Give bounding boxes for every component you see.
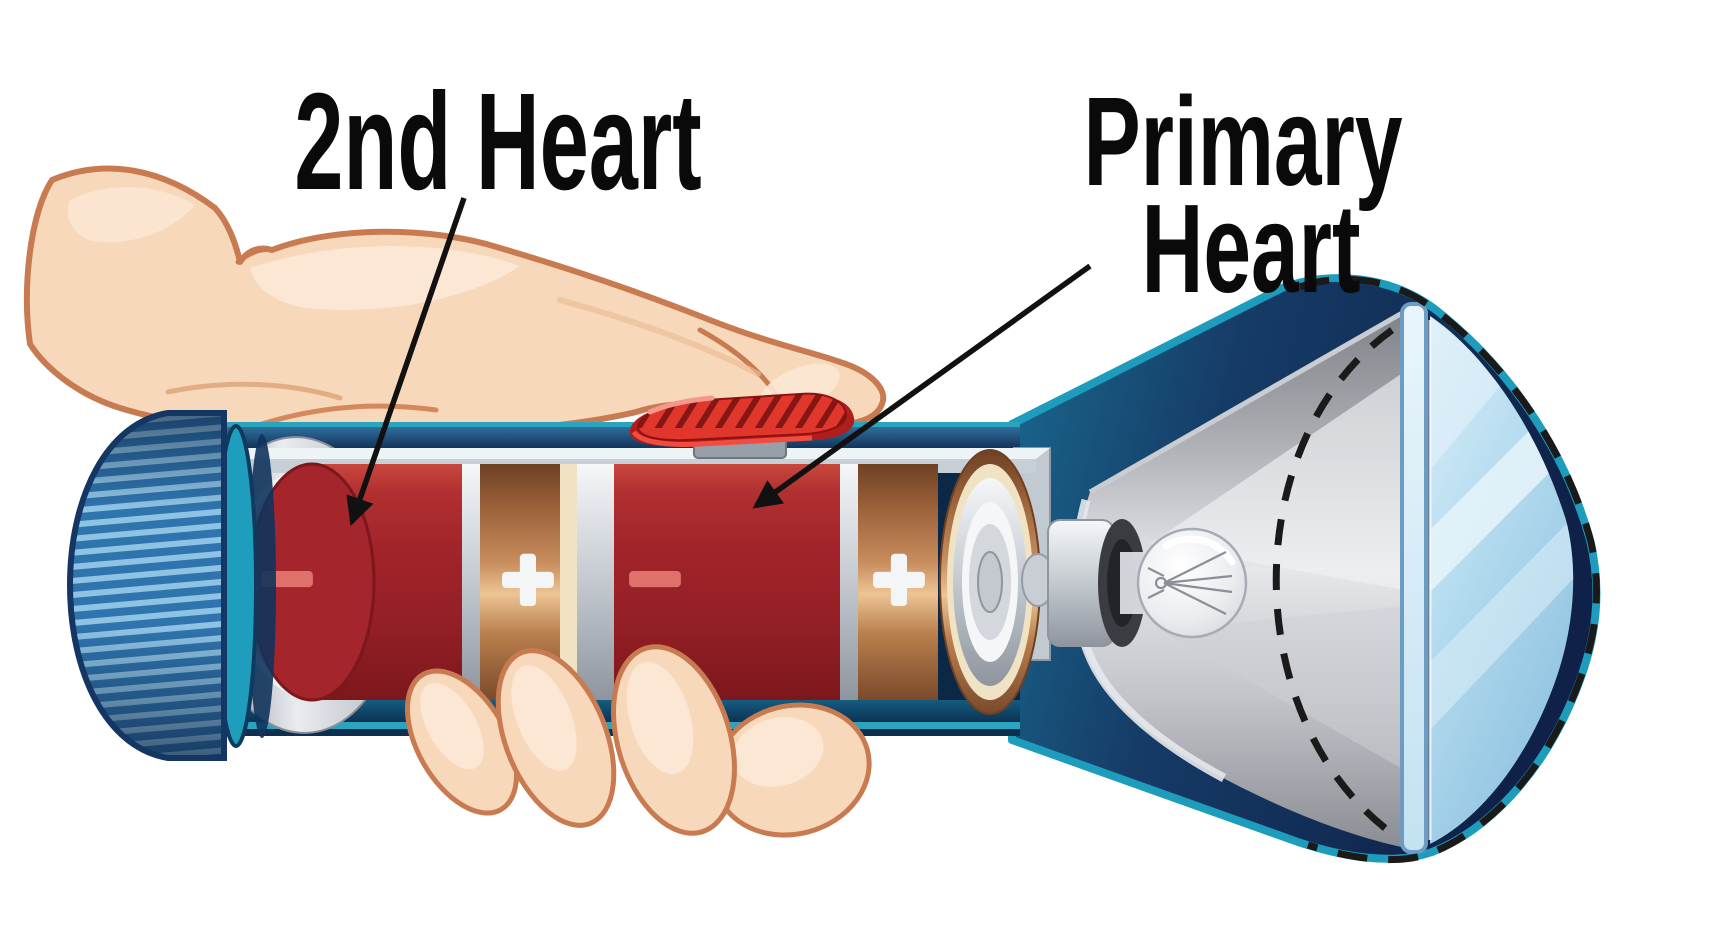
hand-crease-1 [165,381,343,401]
label-primary-heart-line2: Heart [1141,177,1360,319]
tail-cap-outline [66,410,227,761]
battery-2-positive-symbol: + [870,537,929,619]
hand-fingers [404,644,872,838]
power-button-highlight [647,395,715,415]
label-2nd-heart: 2nd Heart [294,64,701,219]
wrist-highlight [67,186,195,243]
battery-1-positive-symbol: + [499,537,558,619]
bulb-assembly [1021,519,1248,647]
frame-top-face [205,448,1050,459]
battery-1-terminal-ring [577,464,614,700]
power-button-rim [631,430,813,447]
reflector-dashed-outline [1272,327,1395,835]
battery-2-copper [858,464,938,700]
bulb-filament [1147,551,1233,615]
label-primary-heart-line1: Primary [1083,70,1402,212]
finger-3 [611,644,737,836]
finger-2 [495,648,617,828]
hand-highlight [250,246,520,311]
bulb-highlight [1162,535,1236,566]
battery-1-ring [462,464,480,700]
hand-top [24,165,887,435]
head-dashed-rim [1298,275,1600,864]
label-2nd-heart-text: 2nd Heart [294,64,701,219]
hand-crease-2 [259,403,439,427]
label-primary-heart: Primary Heart [1083,70,1402,319]
arrow-2nd-heart [346,197,467,527]
battery-2: − + [614,449,1041,715]
knuckle-shade [557,297,761,377]
barrel-top-teal-line [148,422,1020,428]
bulb-glass-icon [1136,527,1248,639]
battery-1-cream-ring [560,464,577,700]
lens-glass [1430,316,1574,844]
tail-cap [66,410,276,761]
battery-2-terminal [939,449,1041,715]
battery-2-ring [840,464,858,700]
reflector-top-edge [1088,309,1406,495]
reflector-shade-wedge [1160,606,1404,770]
lens-glass-edge [1400,302,1428,854]
battery-2-negative-symbol: − [626,536,685,618]
finger-1 [404,668,520,816]
hand-crease-notch [235,247,275,265]
arrow-primary-heart [752,263,1092,509]
